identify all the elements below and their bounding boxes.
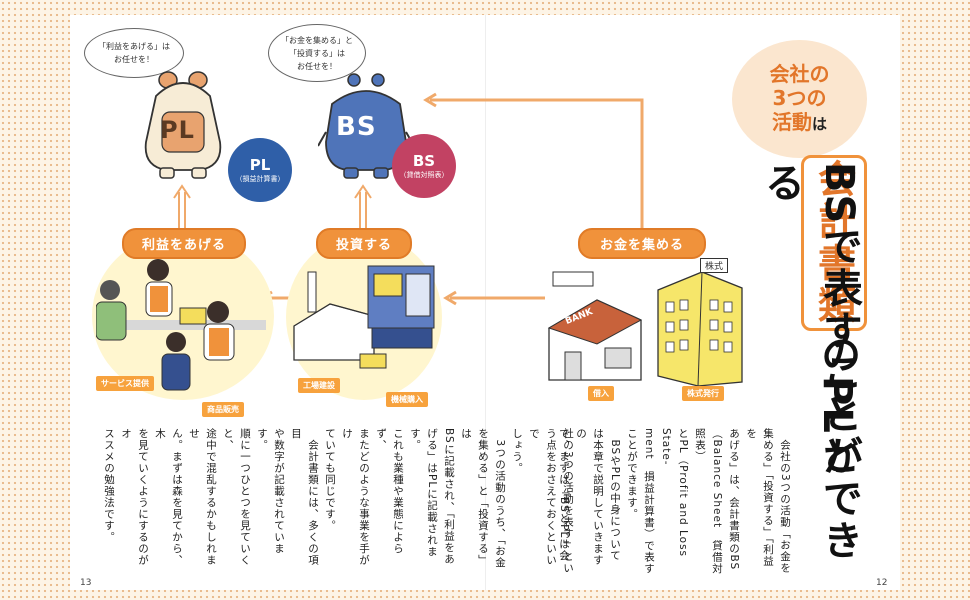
arrow-invest-to-bs <box>354 184 372 228</box>
body-line: ment 損益計算書）で表す <box>643 428 655 575</box>
page-number-right: 12 <box>876 578 888 588</box>
body-line: ことができます。 <box>626 428 638 520</box>
body-line: 社の3つの活動を表す」とい <box>562 428 574 574</box>
body-line: 順に一つひとつを見ていくと、 <box>222 428 251 566</box>
body-line: ていても同じです。 <box>324 428 336 532</box>
body-line: とPL（Profit and Loss State- <box>660 428 689 558</box>
factory-illustration <box>293 265 435 369</box>
headline-col2: BSで表すことができる <box>758 162 862 562</box>
body-line: 集める」「投資する」「利益を <box>745 428 774 567</box>
body-line: BSやPLの中身について <box>609 428 621 562</box>
stock-building-illustration <box>657 271 743 387</box>
arrow-profit-to-pl <box>173 184 191 228</box>
body-text-left: 社の3つの活動を表す」という点をおさえておくといいでしょう。 3つの活動のうち、… <box>100 428 576 576</box>
body-line: は本章で説明していきますの <box>575 428 604 566</box>
tag-service: サービス提供 <box>96 376 154 391</box>
tag-sales: 商品販売 <box>202 402 244 417</box>
page-number-left: 13 <box>80 578 92 588</box>
body-text-right: 会社の3つの活動「お金を集める」「投資する」「利益をあげる」は、会計書類のBS （… <box>555 428 793 576</box>
body-line: う点をおさえておくといいで <box>528 428 557 566</box>
pl-circle: PL （損益計算書） <box>228 138 292 202</box>
stock-sign: 株式 <box>700 258 729 273</box>
spine <box>485 15 486 590</box>
body-line: げる」はPLに記載されます。 <box>409 428 438 558</box>
body-line: や数字が記載されています。 <box>256 428 285 555</box>
body-line: またどのような事業を手がけ <box>341 428 370 566</box>
activity-raise: お金を集める <box>578 228 706 259</box>
body-line: （Balance Sheet 貸借対照表） <box>694 428 723 575</box>
bs-circle: BS （貸借対照表） <box>392 134 456 198</box>
tag-loan: 借入 <box>588 386 614 401</box>
shop-illustration <box>96 259 266 391</box>
tag-stock: 株式発行 <box>682 386 724 401</box>
bs-character-label: BS <box>336 112 377 142</box>
pl-character-label: PL <box>160 116 195 144</box>
tag-factory: 工場建設 <box>298 378 340 393</box>
pl-character <box>144 71 222 179</box>
body-line: を集める」と「投資する」は <box>460 428 489 566</box>
tag-machine: 機械購入 <box>386 392 428 407</box>
body-line: ん。まずは森を見てから、木 <box>154 428 183 566</box>
arrow-raise-to-bs <box>430 98 644 232</box>
bank-illustration <box>547 271 643 381</box>
body-line: 途中で混乱するかもしれませ <box>188 428 217 566</box>
pl-speech-bubble: 「利益をあげる」は お任せを！ <box>84 28 184 78</box>
body-line: しょう。 <box>511 428 523 474</box>
body-line: で、まずは「BSとPLは会 <box>558 428 570 562</box>
body-line: ススメの勉強法です。 <box>103 428 115 543</box>
bs-speech-bubble: 「お金を集める」と 「投資する」は お任せを！ <box>268 24 366 82</box>
body-line: を見ていくようにするのがオ <box>120 428 149 566</box>
activity-invest: 投資する <box>316 228 412 259</box>
activity-profit: 利益をあげる <box>122 228 246 259</box>
section-badge: 会社の 3つの 活動は <box>732 40 867 158</box>
body-line: BSに記載され、「利益をあ <box>443 428 455 565</box>
headline-boxed: 会計書類 <box>801 155 867 331</box>
body-line: 会社の3つの活動「お金を <box>779 428 791 574</box>
body-line: あげる」は、会計書類のBS <box>728 428 740 571</box>
body-line: 会計書類には、多くの項目 <box>290 428 319 566</box>
body-line: 3つの活動のうち、「お金 <box>494 428 506 569</box>
headline-col1: のPLと <box>814 334 860 477</box>
body-line: これも業種や業態によらず、 <box>375 428 404 555</box>
